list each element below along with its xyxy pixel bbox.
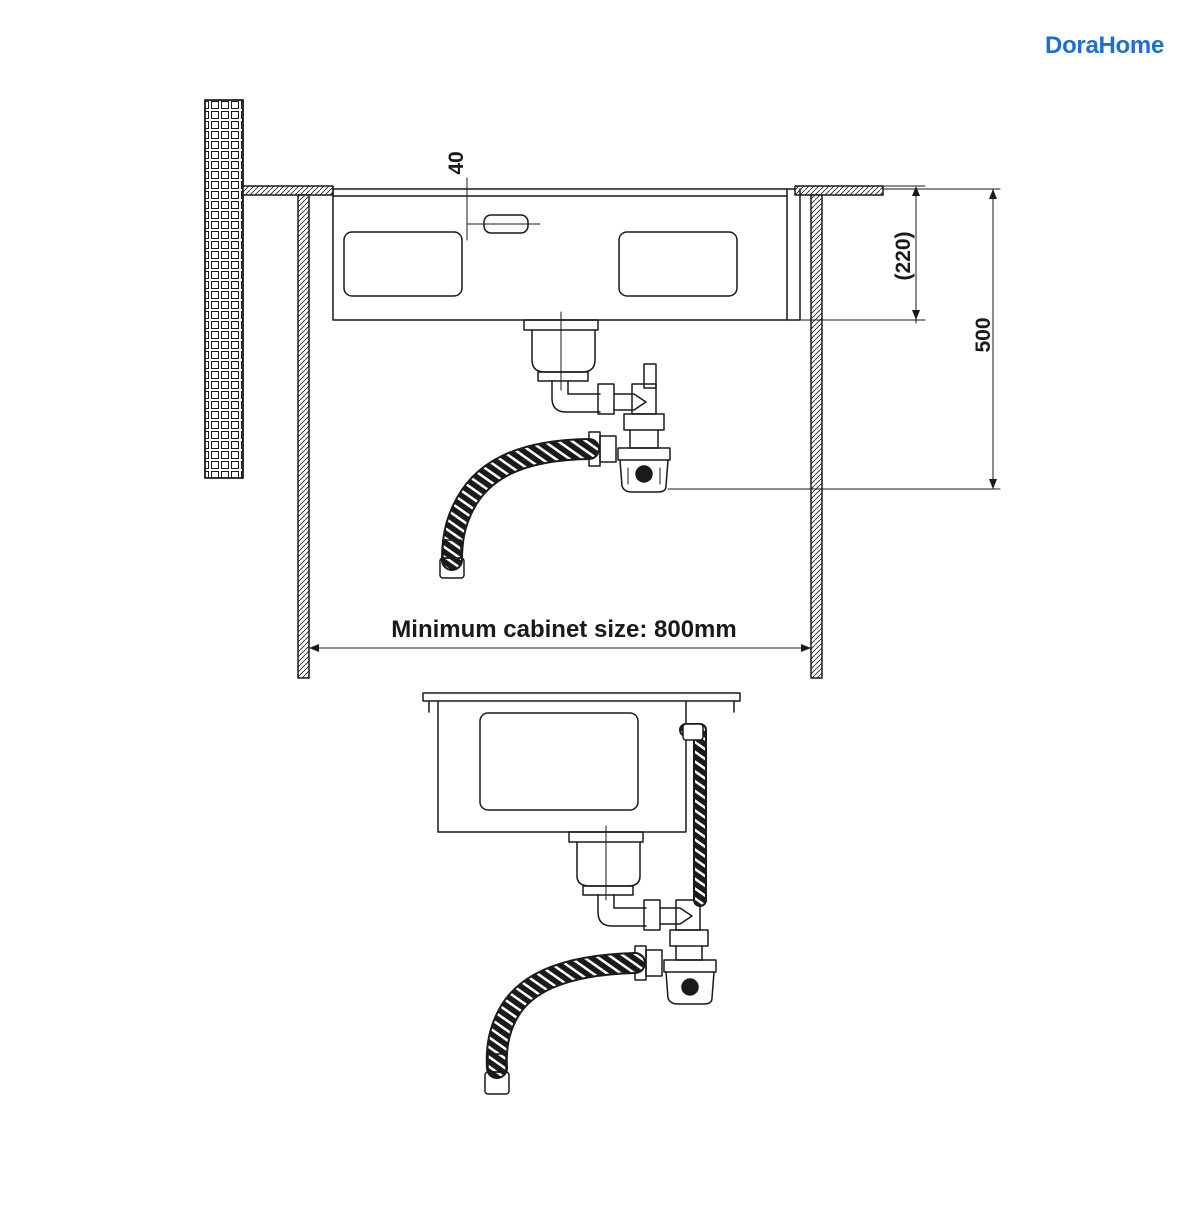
drain-assembly xyxy=(523,311,671,493)
dimension-500-label: 500 xyxy=(972,317,995,352)
flex-hose-bottom xyxy=(484,952,646,1095)
cabinet-size-label: Minimum cabinet size: 800mm xyxy=(391,616,736,643)
overflow-pipe-side xyxy=(679,723,707,907)
cabinet-side-right xyxy=(810,194,823,679)
dimension-220-label: (220) xyxy=(892,231,915,280)
sink-side-profile xyxy=(422,692,741,833)
dimension-500 xyxy=(667,188,1001,490)
brand-logo: DoraHome xyxy=(1045,32,1164,59)
dimension-220 xyxy=(799,185,926,324)
countertop xyxy=(242,185,884,196)
sink-bowl xyxy=(332,188,801,321)
wall xyxy=(204,99,244,479)
dimension-40-label: 40 xyxy=(445,151,468,174)
flex-hose-top xyxy=(439,438,600,579)
drain-assembly-side xyxy=(568,825,717,1005)
cabinet-side-left xyxy=(297,194,310,679)
